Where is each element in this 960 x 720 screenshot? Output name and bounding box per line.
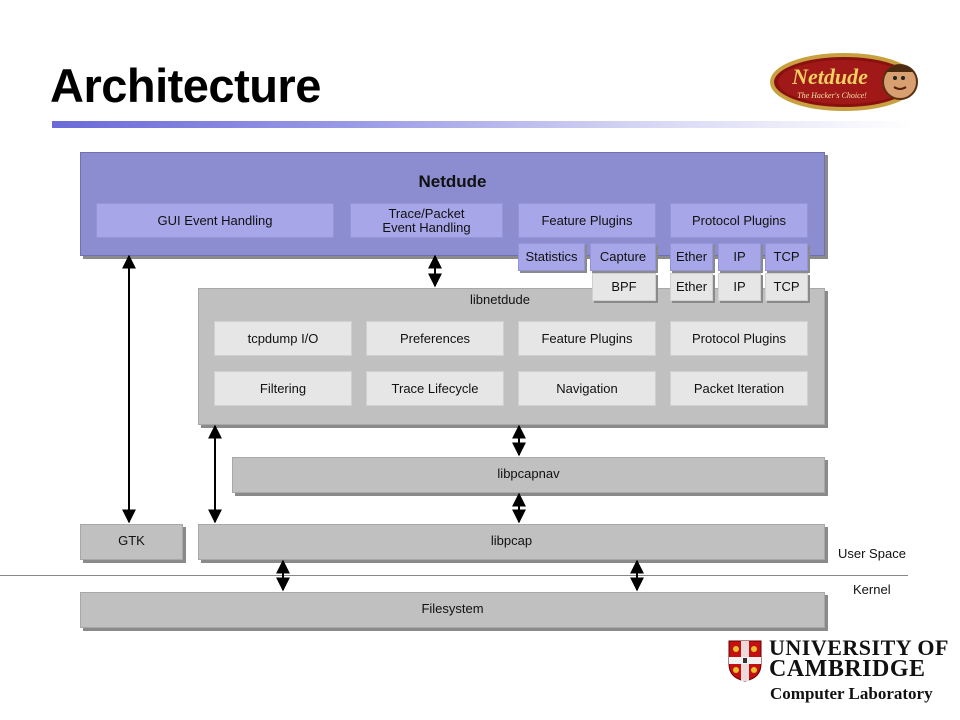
lib-feature-plugins-box: Feature Plugins — [518, 321, 656, 356]
preferences-box: Preferences — [366, 321, 504, 356]
lib-protocol-plugins-box: Protocol Plugins — [670, 321, 808, 356]
netdude-protocol-plugins-box: Protocol Plugins — [670, 203, 808, 238]
libpcap-label: libpcap — [490, 533, 533, 548]
netdude-logo-tagline: The Hacker's Choice! — [797, 91, 867, 100]
navigation-box: Navigation — [518, 371, 656, 406]
netdude-ether-plugin-box: Ether — [670, 243, 713, 271]
netdude-panel-label: Netdude — [418, 172, 487, 191]
filesystem-panel — [80, 592, 825, 628]
bpf-plugin-box: BPF — [592, 273, 656, 301]
statistics-plugin-box: Statistics — [518, 243, 585, 271]
capture-plugin-box: Capture — [590, 243, 656, 271]
trace-packet-event-handling-box: Trace/Packet Event Handling — [350, 203, 503, 238]
netdude-feature-plugins-box: Feature Plugins — [518, 203, 656, 238]
user-kernel-divider — [0, 575, 908, 576]
lib-ip-plugin-box: IP — [718, 273, 761, 301]
netdude-tcp-plugin-box: TCP — [765, 243, 808, 271]
kernel-label: Kernel — [853, 582, 891, 597]
packet-iteration-box: Packet Iteration — [670, 371, 808, 406]
user-space-label: User Space — [838, 546, 906, 561]
lib-tcp-plugin-box: TCP — [765, 273, 808, 301]
netdude-logo: Netdude The Hacker's Choice! — [770, 52, 922, 112]
gtk-label: GTK — [118, 533, 145, 548]
department-name: Computer Laboratory — [770, 684, 933, 703]
slide-title: Architecture — [50, 59, 321, 112]
cambridge-crest-icon — [728, 640, 762, 682]
netdude-logo-text: Netdude — [791, 64, 868, 89]
university-name-line2: CAMBRIDGE — [769, 656, 926, 682]
university-name-line1: UNIVERSITY OF — [769, 635, 949, 660]
libnetdude-panel-label: libnetdude — [470, 292, 530, 307]
tcpdump-io-box: tcpdump I/O — [214, 321, 352, 356]
libpcap-panel — [198, 524, 825, 560]
trace-lifecycle-box: Trace Lifecycle — [366, 371, 504, 406]
filesystem-label: Filesystem — [421, 601, 484, 616]
lib-ether-plugin-box: Ether — [670, 273, 713, 301]
title-underline — [52, 121, 912, 128]
gui-event-handling-box: GUI Event Handling — [96, 203, 334, 238]
netdude-logo-graphic: Netdude The Hacker's Choice! — [770, 53, 918, 111]
libpcapnav-label: libpcapnav — [497, 466, 560, 481]
gtk-panel — [80, 524, 183, 560]
filtering-box: Filtering — [214, 371, 352, 406]
netdude-ip-plugin-box: IP — [718, 243, 761, 271]
libpcapnav-panel — [232, 457, 825, 493]
